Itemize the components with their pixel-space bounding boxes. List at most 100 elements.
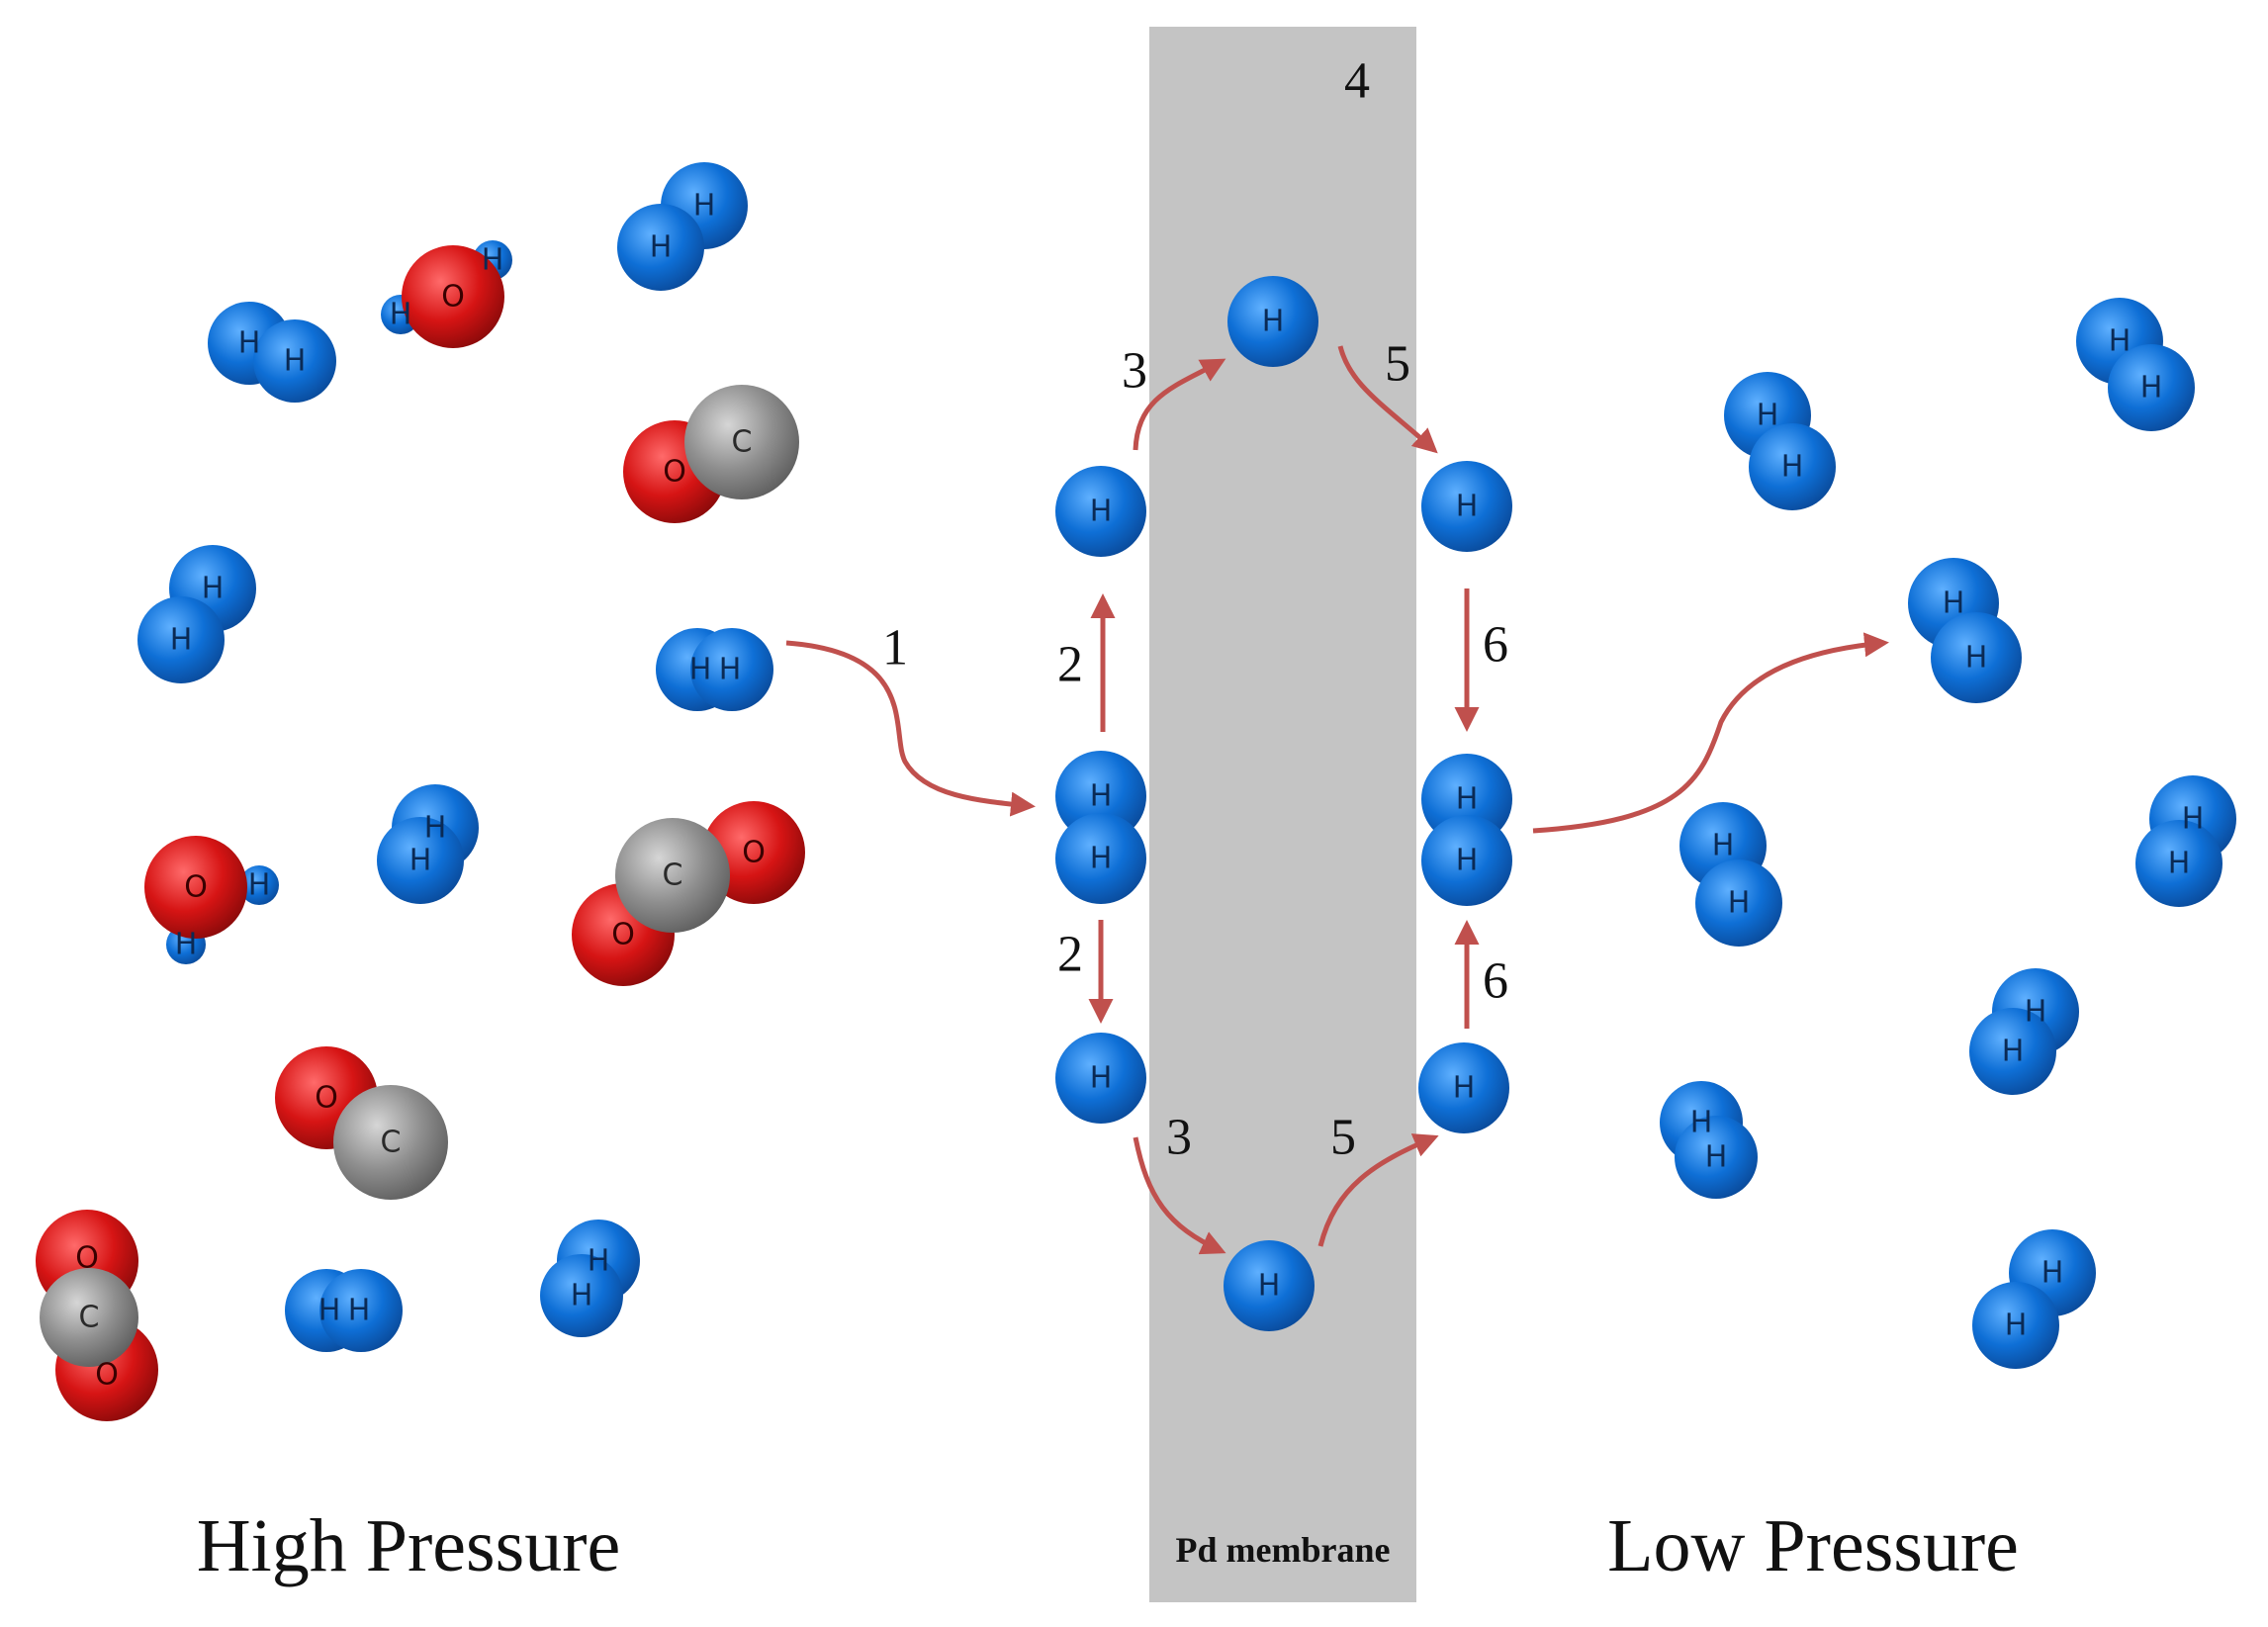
svg-text:O: O [75, 1241, 99, 1276]
svg-text:H: H [175, 928, 198, 962]
svg-text:H: H [719, 653, 742, 687]
svg-text:H: H [1258, 1269, 1281, 1304]
h-atom-in-membrane-lower: H [1224, 1240, 1315, 1331]
svg-text:H: H [1781, 450, 1804, 485]
h-atom-in-membrane-upper: H [1227, 276, 1318, 367]
svg-text:H: H [2041, 1256, 2064, 1291]
svg-text:H: H [2005, 1309, 2028, 1343]
svg-text:O: O [315, 1081, 338, 1116]
svg-text:H: H [318, 1294, 341, 1328]
svg-text:C: C [79, 1301, 100, 1335]
h2-molecule: H H [656, 628, 773, 711]
svg-text:H: H [1090, 495, 1113, 529]
step-label-6-upper: 6 [1483, 617, 1508, 674]
arrow-desorption [1532, 632, 1889, 834]
svg-text:H: H [202, 572, 225, 606]
svg-text:H: H [424, 811, 447, 846]
arrow-step-3-upper [1133, 358, 1226, 451]
arrow-step-3-lower [1133, 1136, 1226, 1255]
svg-text:H: H [284, 344, 307, 379]
svg-text:H: H [1965, 641, 1988, 676]
h-atom-surface-upper: H [1055, 466, 1146, 557]
h2-molecule: H H [1908, 558, 2022, 703]
step-label-1: 1 [882, 620, 908, 677]
svg-text:H: H [1456, 782, 1479, 817]
svg-text:O: O [441, 280, 465, 315]
svg-text:O: O [184, 870, 208, 905]
h2-molecule: H H [1679, 802, 1782, 947]
h2-adsorbed-feed-side: H H [1055, 751, 1146, 904]
svg-text:H: H [482, 243, 504, 278]
svg-text:H: H [571, 1279, 593, 1313]
h2-molecule: H H [377, 784, 479, 904]
svg-text:H: H [2168, 847, 2191, 881]
svg-text:H: H [1456, 844, 1479, 878]
svg-text:H: H [2109, 324, 2132, 359]
h2-molecule: H H [137, 545, 256, 683]
h2-molecule: H H [1724, 372, 1836, 510]
h2-molecule: H H [1660, 1081, 1758, 1199]
step-label-5-upper: 5 [1385, 336, 1410, 393]
svg-text:H: H [2025, 995, 2047, 1030]
h2-molecule: H H [540, 1220, 640, 1337]
svg-text:H: H [650, 230, 673, 265]
svg-text:H: H [2182, 802, 2205, 837]
svg-text:H: H [1712, 829, 1735, 863]
svg-text:H: H [588, 1244, 610, 1279]
h-atom-permeate-upper: H [1421, 461, 1512, 552]
step-label-5-lower: 5 [1330, 1110, 1356, 1166]
arrow-step-5-upper [1337, 345, 1438, 454]
h2-molecule: H H [1969, 968, 2079, 1095]
h2-molecule: H H [2135, 775, 2236, 907]
svg-text:H: H [1453, 1071, 1476, 1106]
high-pressure-label: High Pressure [197, 1504, 621, 1587]
svg-text:H: H [1090, 842, 1113, 876]
svg-text:H: H [1090, 1061, 1113, 1096]
co2-molecule: O O C [36, 1210, 158, 1421]
svg-text:H: H [1728, 886, 1751, 921]
svg-text:H: H [2002, 1035, 2025, 1069]
svg-text:H: H [170, 623, 193, 658]
h2-molecule: H H [617, 162, 748, 291]
svg-text:H: H [390, 298, 412, 332]
svg-text:H: H [693, 189, 716, 224]
co-molecule: O C [275, 1046, 448, 1200]
step-label-3-upper: 3 [1122, 343, 1147, 400]
svg-text:O: O [742, 836, 766, 870]
h-atom-permeate-lower: H [1418, 1042, 1509, 1133]
co-molecule: O C [623, 385, 799, 523]
svg-text:H: H [409, 844, 432, 878]
step-label-6-lower: 6 [1483, 953, 1508, 1010]
h2o-molecule: H H O [381, 240, 512, 348]
h2-molecule: H H [2076, 298, 2195, 431]
h2-molecule: H H [1972, 1229, 2096, 1369]
svg-text:C: C [381, 1126, 402, 1160]
svg-text:O: O [663, 455, 686, 490]
svg-text:O: O [95, 1358, 119, 1393]
h2-molecule: H H [208, 302, 336, 403]
svg-text:H: H [1943, 587, 1965, 621]
svg-text:H: H [1690, 1106, 1713, 1140]
svg-text:H: H [2140, 371, 2163, 406]
svg-text:H: H [238, 326, 261, 361]
h-atom-surface-lower: H [1055, 1033, 1146, 1124]
step-label-2-lower: 2 [1057, 927, 1083, 983]
svg-text:H: H [1705, 1140, 1728, 1175]
pd-membrane [1149, 27, 1416, 1602]
arrow-step-1-adsorption [785, 640, 1036, 817]
svg-text:H: H [248, 868, 271, 903]
svg-text:H: H [348, 1294, 371, 1328]
step-label-2-upper: 2 [1057, 637, 1083, 693]
membrane-label: Pd membrane [1176, 1530, 1391, 1570]
svg-text:H: H [1757, 399, 1779, 433]
svg-text:H: H [1090, 779, 1113, 814]
low-pressure-label: Low Pressure [1607, 1504, 2019, 1587]
step-label-4: 4 [1344, 53, 1370, 110]
arrow-step-5-lower [1317, 1133, 1439, 1247]
svg-text:O: O [611, 918, 635, 952]
step-label-3-lower: 3 [1166, 1110, 1192, 1166]
co2-molecule: O O C [572, 801, 805, 986]
svg-text:H: H [689, 653, 712, 687]
